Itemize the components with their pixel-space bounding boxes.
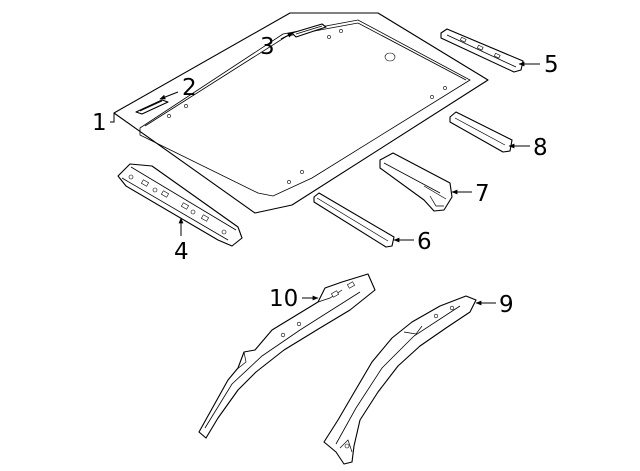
callout-6: 6 (417, 229, 432, 255)
callout-9: 9 (499, 292, 514, 318)
callout-3: 3 (260, 34, 275, 60)
callout-10: 10 (269, 286, 298, 312)
callout-5: 5 (544, 52, 559, 78)
callout-2: 2 (182, 75, 197, 101)
front-header-panel (117, 163, 243, 247)
roof-reinforcement-small-rear (291, 23, 327, 38)
roof-side-rail-inner-left (198, 273, 376, 439)
rear-header-panel (440, 28, 524, 73)
callout-1: 1 (92, 110, 107, 136)
callout-4: 4 (174, 239, 189, 265)
roof-bow-front (313, 192, 395, 248)
roof-reinforcement-small-front (135, 99, 169, 115)
roof-bow-rear (449, 111, 513, 153)
roof-bow-center (379, 152, 453, 212)
roof-side-rail-inner-right (323, 295, 477, 465)
callout-8: 8 (533, 135, 548, 161)
callout-7: 7 (475, 181, 490, 207)
leader-lines (110, 32, 540, 306)
